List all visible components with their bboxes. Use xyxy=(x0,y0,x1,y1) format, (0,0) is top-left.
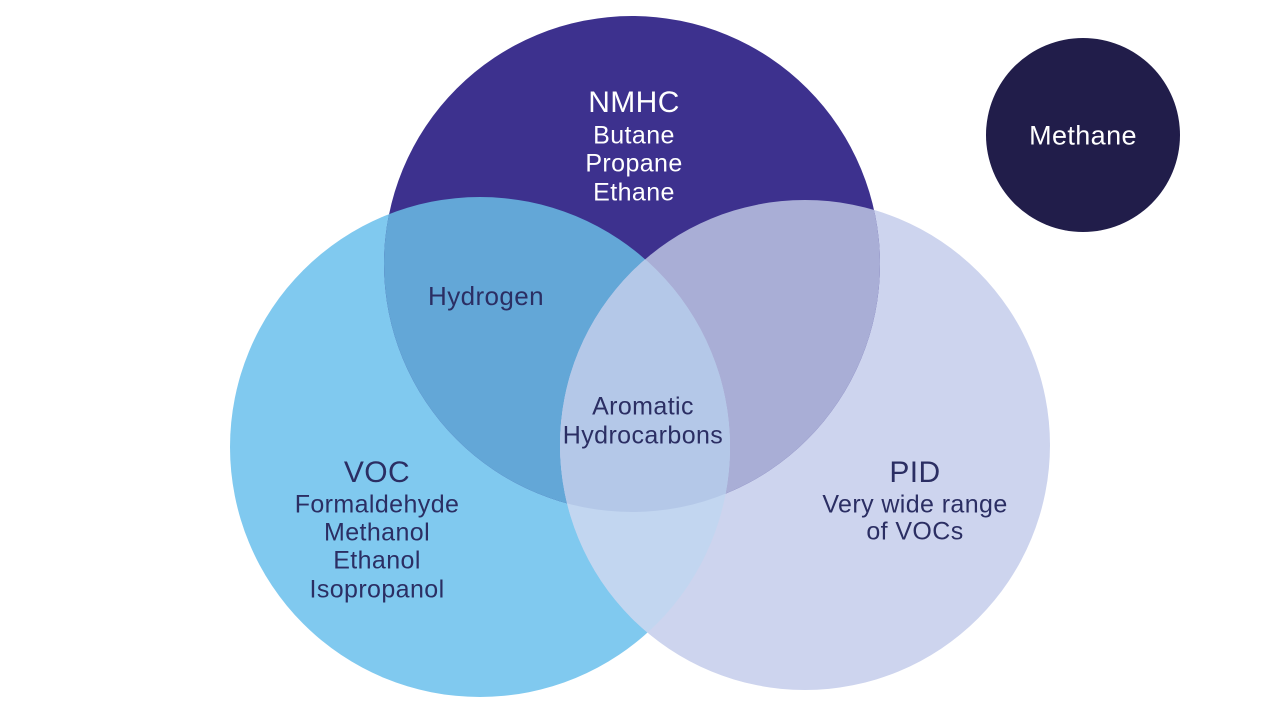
nmhc-label: NMHC xyxy=(588,86,680,119)
triple-overlap xyxy=(560,200,730,512)
nmhc-item-ethane: Ethane xyxy=(593,178,675,207)
voc-label: VOC xyxy=(343,456,411,489)
nmhc-item-propane: Propane xyxy=(585,149,683,178)
voc-item-methanol: Methanol xyxy=(323,518,431,547)
voc-item-formaldehyde: Formaldehyde xyxy=(294,490,460,519)
center-label-line-2: Hydrocarbons xyxy=(562,421,724,450)
nmhc-voc-overlap xyxy=(384,197,730,512)
methane-label: Methane xyxy=(1029,120,1137,151)
hydrogen-label: Hydrogen xyxy=(428,281,544,311)
pid-item-range-line-1: Very wide range xyxy=(822,490,1008,519)
methane-circle xyxy=(986,38,1180,232)
pid-label: PID xyxy=(889,456,941,489)
pid-item-range-line-2: of VOCs xyxy=(866,517,964,546)
nmhc-item-butane: Butane xyxy=(593,121,675,150)
voc-item-isopropanol: Isopropanol xyxy=(309,575,445,604)
center-label-line-1: Aromatic xyxy=(592,392,694,421)
voc-item-ethanol: Ethanol xyxy=(333,546,421,575)
